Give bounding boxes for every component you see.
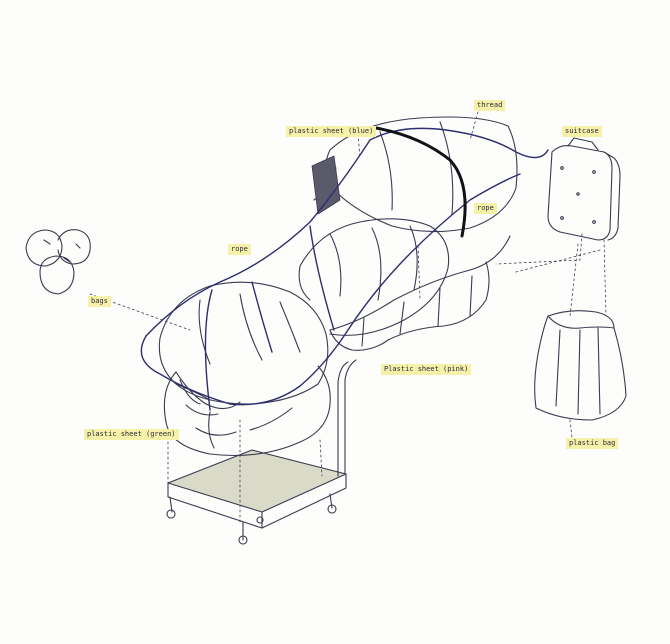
middle-bundle (298, 218, 450, 336)
leader-lines (89, 111, 607, 525)
thread-band (374, 126, 467, 238)
label-plastic-sheet-blue: plastic sheet (blue) (286, 126, 377, 137)
label-plastic-bag: plastic bag (566, 438, 619, 449)
pink-sheet (329, 235, 511, 351)
green-sheet-mass (163, 365, 331, 456)
hatched-panel (311, 155, 341, 215)
suitcase (547, 137, 621, 241)
label-suitcase: suitcase (562, 126, 602, 137)
plastic-bag (534, 310, 627, 421)
ropes (140, 127, 549, 411)
label-rope-right: rope (474, 203, 497, 214)
label-rope-left: rope (228, 244, 251, 255)
rear-bundle (313, 116, 518, 233)
label-plastic-sheet-pink: Plastic sheet (pink) (381, 364, 472, 375)
hand-cart (166, 359, 357, 545)
label-plastic-sheet-green: plastic sheet (green) (84, 429, 179, 440)
label-bags: bags (88, 296, 111, 307)
front-bundle (158, 281, 329, 405)
label-thread: thread (474, 100, 506, 111)
bags-cluster (25, 229, 91, 295)
